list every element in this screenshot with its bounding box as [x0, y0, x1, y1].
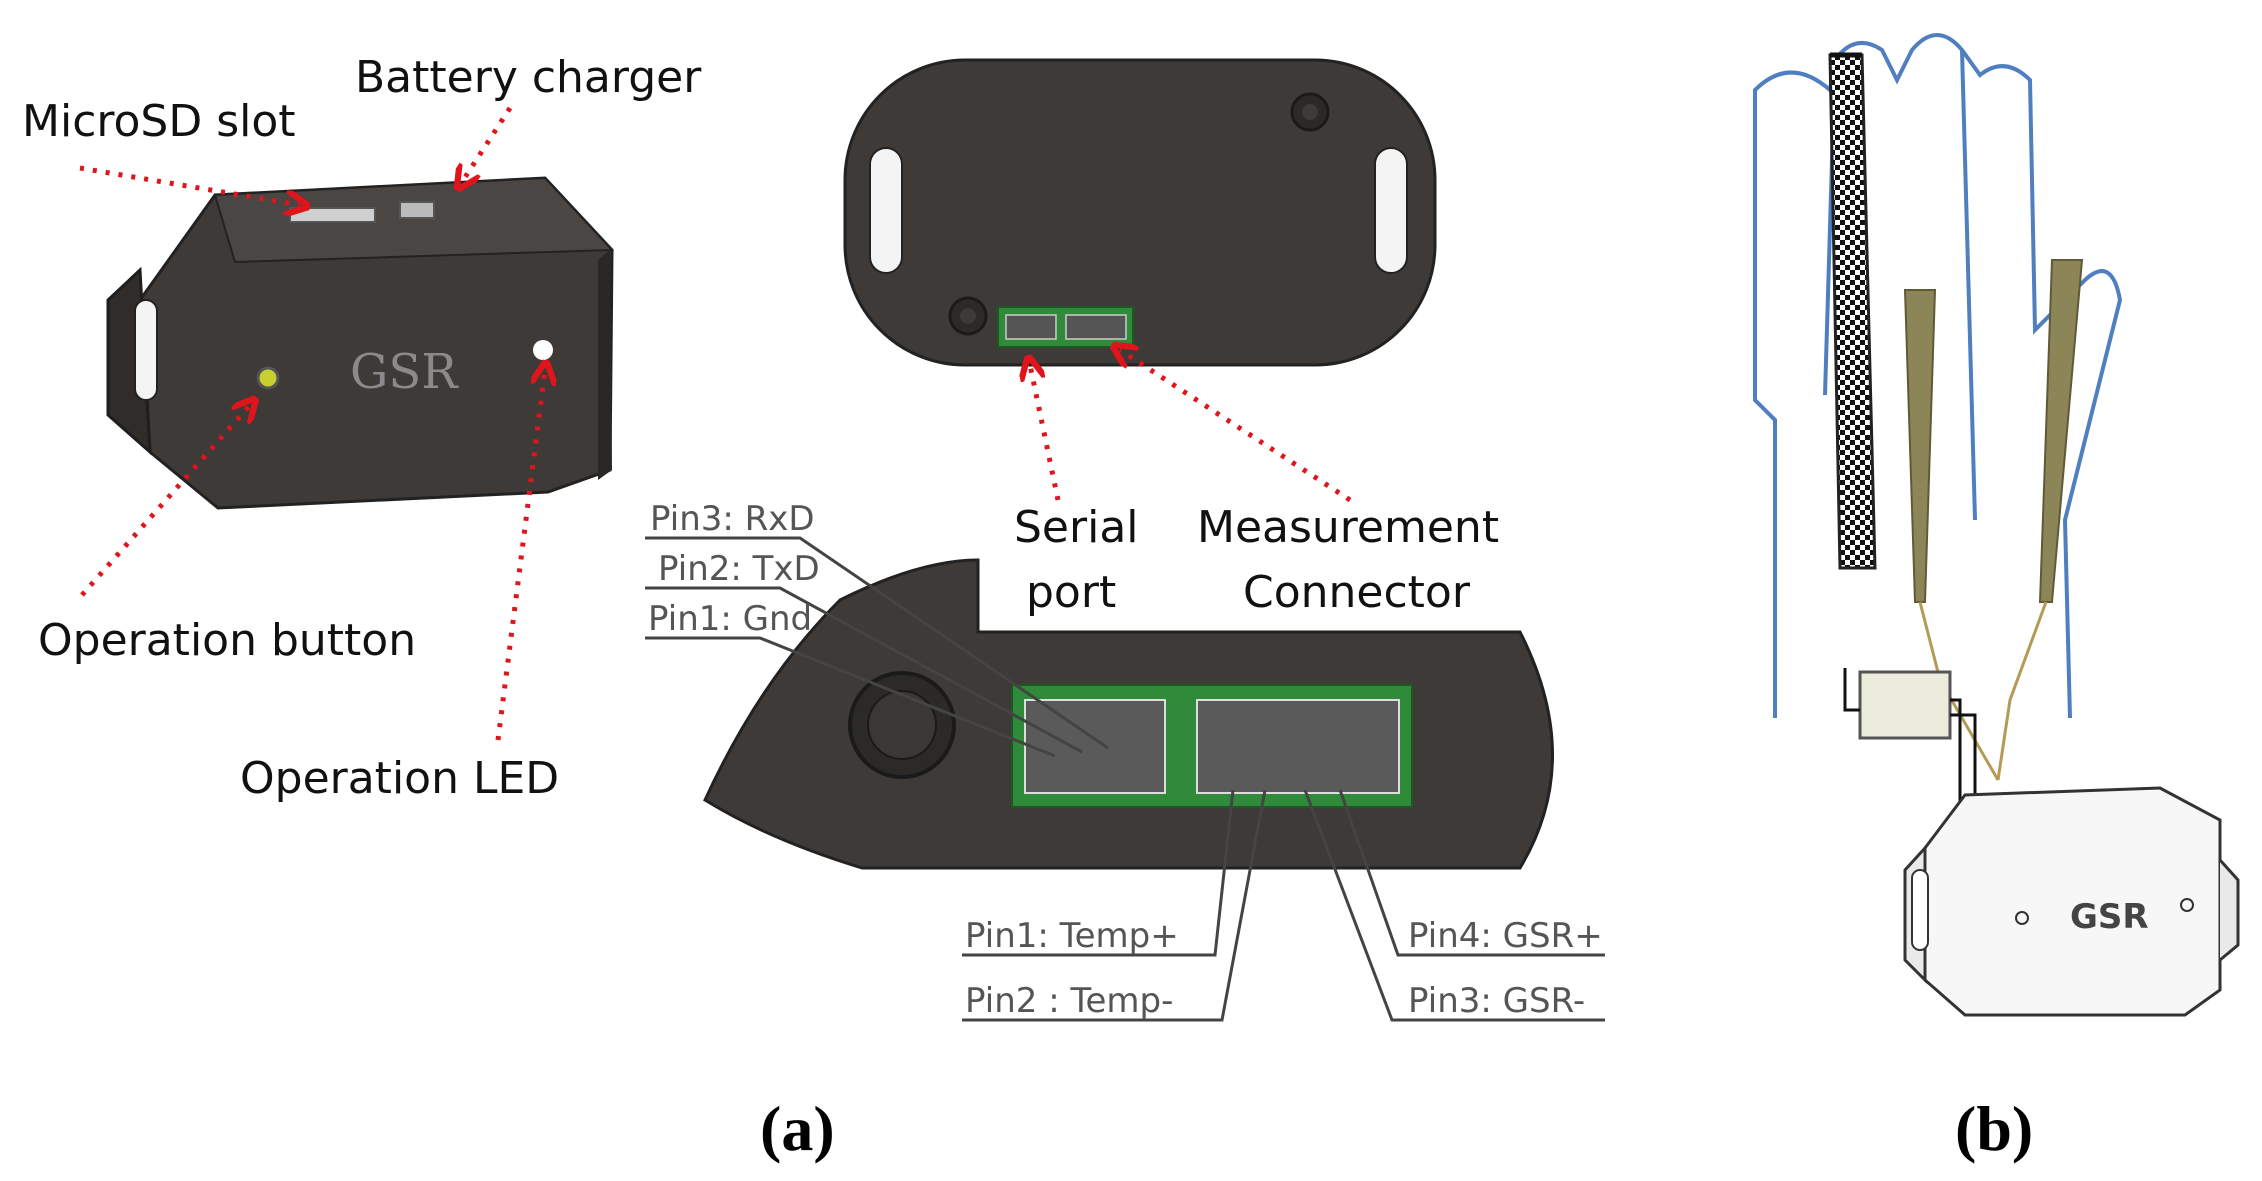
sketch-body: [1923, 786, 2222, 1017]
measurement-connector: [1196, 699, 1400, 794]
left-ear-slot: [134, 299, 158, 401]
hand-outline: [1753, 33, 2123, 719]
device-3d-view: GSR: [106, 176, 615, 510]
serial-port-label-line2: port: [1026, 567, 1116, 618]
serial-pin-labels: Pin3: RxD Pin2: TxD Pin1: Gnd: [648, 499, 820, 639]
device-logo: GSR: [350, 344, 459, 400]
device-right-ear: [598, 250, 612, 480]
serial-pin3-label: Pin3: RxD: [650, 499, 815, 539]
device-sketch: GSR: [1903, 786, 2240, 1017]
temp-amplifier-box: [1858, 670, 1952, 740]
operation-led: [533, 340, 553, 360]
sensor-module: [1843, 668, 1977, 820]
operation-led-label: Operation LED: [240, 753, 559, 804]
measurement-connector-label-line2: Connector: [1243, 567, 1471, 618]
serial-pin-leaders: [645, 536, 1109, 758]
callouts-bottom: Serial port Measurement Connector: [1014, 350, 1499, 618]
device-top-face: [213, 176, 615, 264]
measurement-pin3-label: Pin3: GSR-: [1408, 981, 1585, 1021]
electrode-right: [2038, 259, 2084, 603]
device-bottom-view: [843, 58, 1437, 367]
measurement-connector-label-line1: Measurement: [1197, 502, 1499, 553]
measurement-pin2-label: Pin2 : Temp-: [965, 981, 1173, 1021]
microsd-slot-label: MicroSD slot: [22, 96, 296, 147]
operation-button: [256, 366, 280, 390]
callouts-3d: MicroSD slot Battery charger Operation b…: [22, 52, 702, 804]
bottom-right-slot: [1374, 147, 1408, 274]
bottom-left-slot: [869, 147, 903, 274]
measurement-pin4-label: Pin4: GSR+: [1408, 916, 1603, 956]
battery-charger-port: [399, 201, 435, 219]
battery-charger-label: Battery charger: [355, 52, 702, 103]
microsd-slot: [289, 207, 376, 223]
serial-pin1-label: Pin1: Gnd: [648, 599, 812, 639]
measurement-pin1-label: Pin1: Temp+: [965, 916, 1179, 956]
electrode-left: [1903, 289, 1937, 603]
serial-connector: [1024, 699, 1166, 794]
temperature-sensor-strip: [1828, 52, 1877, 570]
gsr-electrodes: [1903, 259, 2084, 781]
panel-a-label: (a): [760, 1093, 835, 1164]
measurement-pin-leaders: [962, 789, 1605, 1022]
panel-b-label: (b): [1955, 1093, 2033, 1164]
bottom-plate: [843, 58, 1437, 367]
serial-pin2-label: Pin2: TxD: [658, 549, 820, 589]
operation-button-label: Operation button: [38, 615, 416, 666]
sketch-logo: GSR: [2070, 897, 2149, 937]
measurement-pin-labels: Pin1: Temp+ Pin2 : Temp- Pin4: GSR+ Pin3…: [965, 916, 1603, 1021]
serial-port-label-line1: Serial: [1014, 502, 1139, 553]
